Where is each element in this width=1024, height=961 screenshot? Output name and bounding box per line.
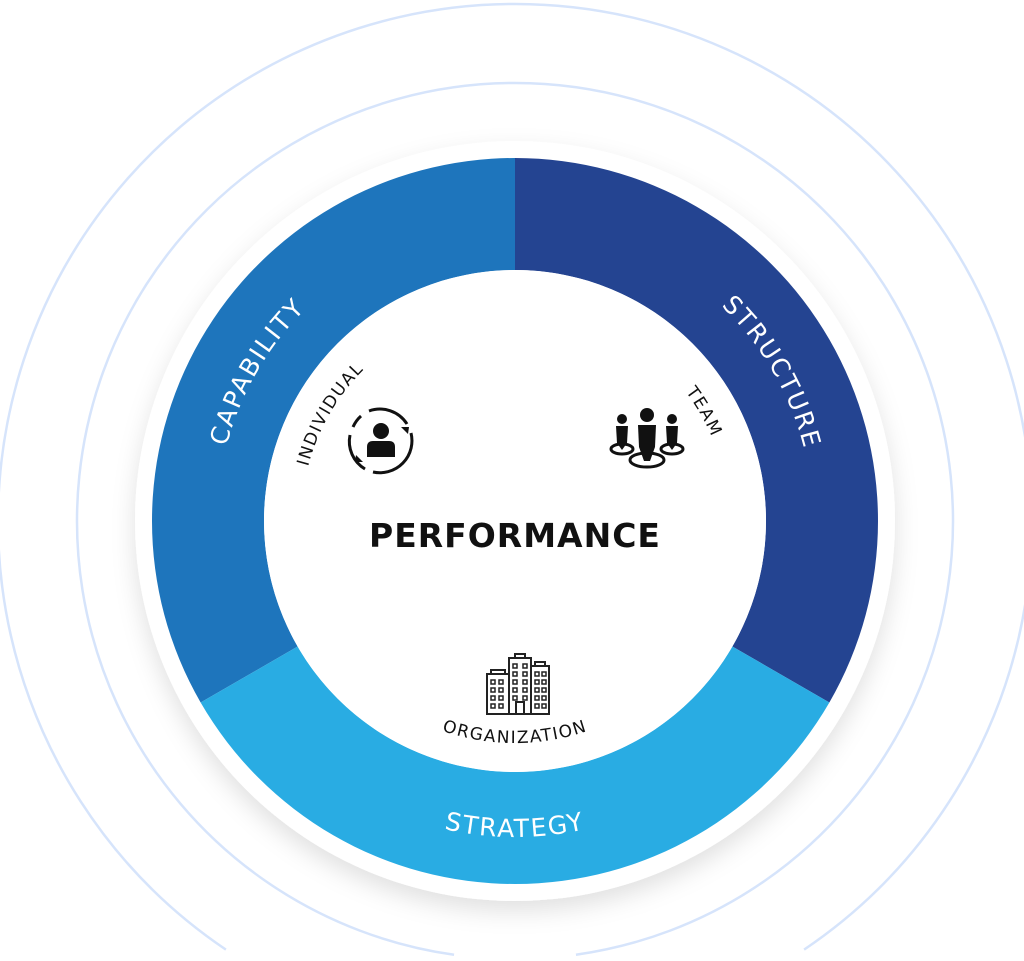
segment-strategy (200, 646, 830, 884)
building-window (522, 671, 528, 677)
building-window (512, 687, 518, 693)
building-window (490, 703, 496, 709)
building-window (534, 687, 540, 693)
building-window (498, 695, 504, 701)
building-window (490, 695, 496, 701)
building-window (490, 679, 496, 685)
building-window (512, 663, 518, 669)
building-window (534, 671, 540, 677)
building-window (522, 679, 528, 685)
building-window (541, 671, 547, 677)
building-window (534, 695, 540, 701)
building-window (534, 703, 540, 709)
building-window (522, 663, 528, 669)
buildings-icon (486, 653, 550, 715)
team-icon (609, 408, 685, 469)
middle-ring (75, 81, 955, 956)
building-window (512, 671, 518, 677)
center-disc (264, 270, 766, 772)
segment-structure (515, 158, 878, 703)
segment-capability (152, 158, 515, 703)
building-window (541, 703, 547, 709)
building-window (512, 695, 518, 701)
building-window (541, 687, 547, 693)
building-window (490, 687, 496, 693)
center-title: PERFORMANCE (369, 516, 661, 555)
building-window (498, 679, 504, 685)
building-window (534, 679, 540, 685)
person-cycle-icon (347, 407, 414, 475)
building-window (522, 695, 528, 701)
building-window (498, 687, 504, 693)
building-window (498, 703, 504, 709)
building-window (522, 687, 528, 693)
building-window (541, 695, 547, 701)
building-window (512, 679, 518, 685)
building-window (541, 679, 547, 685)
